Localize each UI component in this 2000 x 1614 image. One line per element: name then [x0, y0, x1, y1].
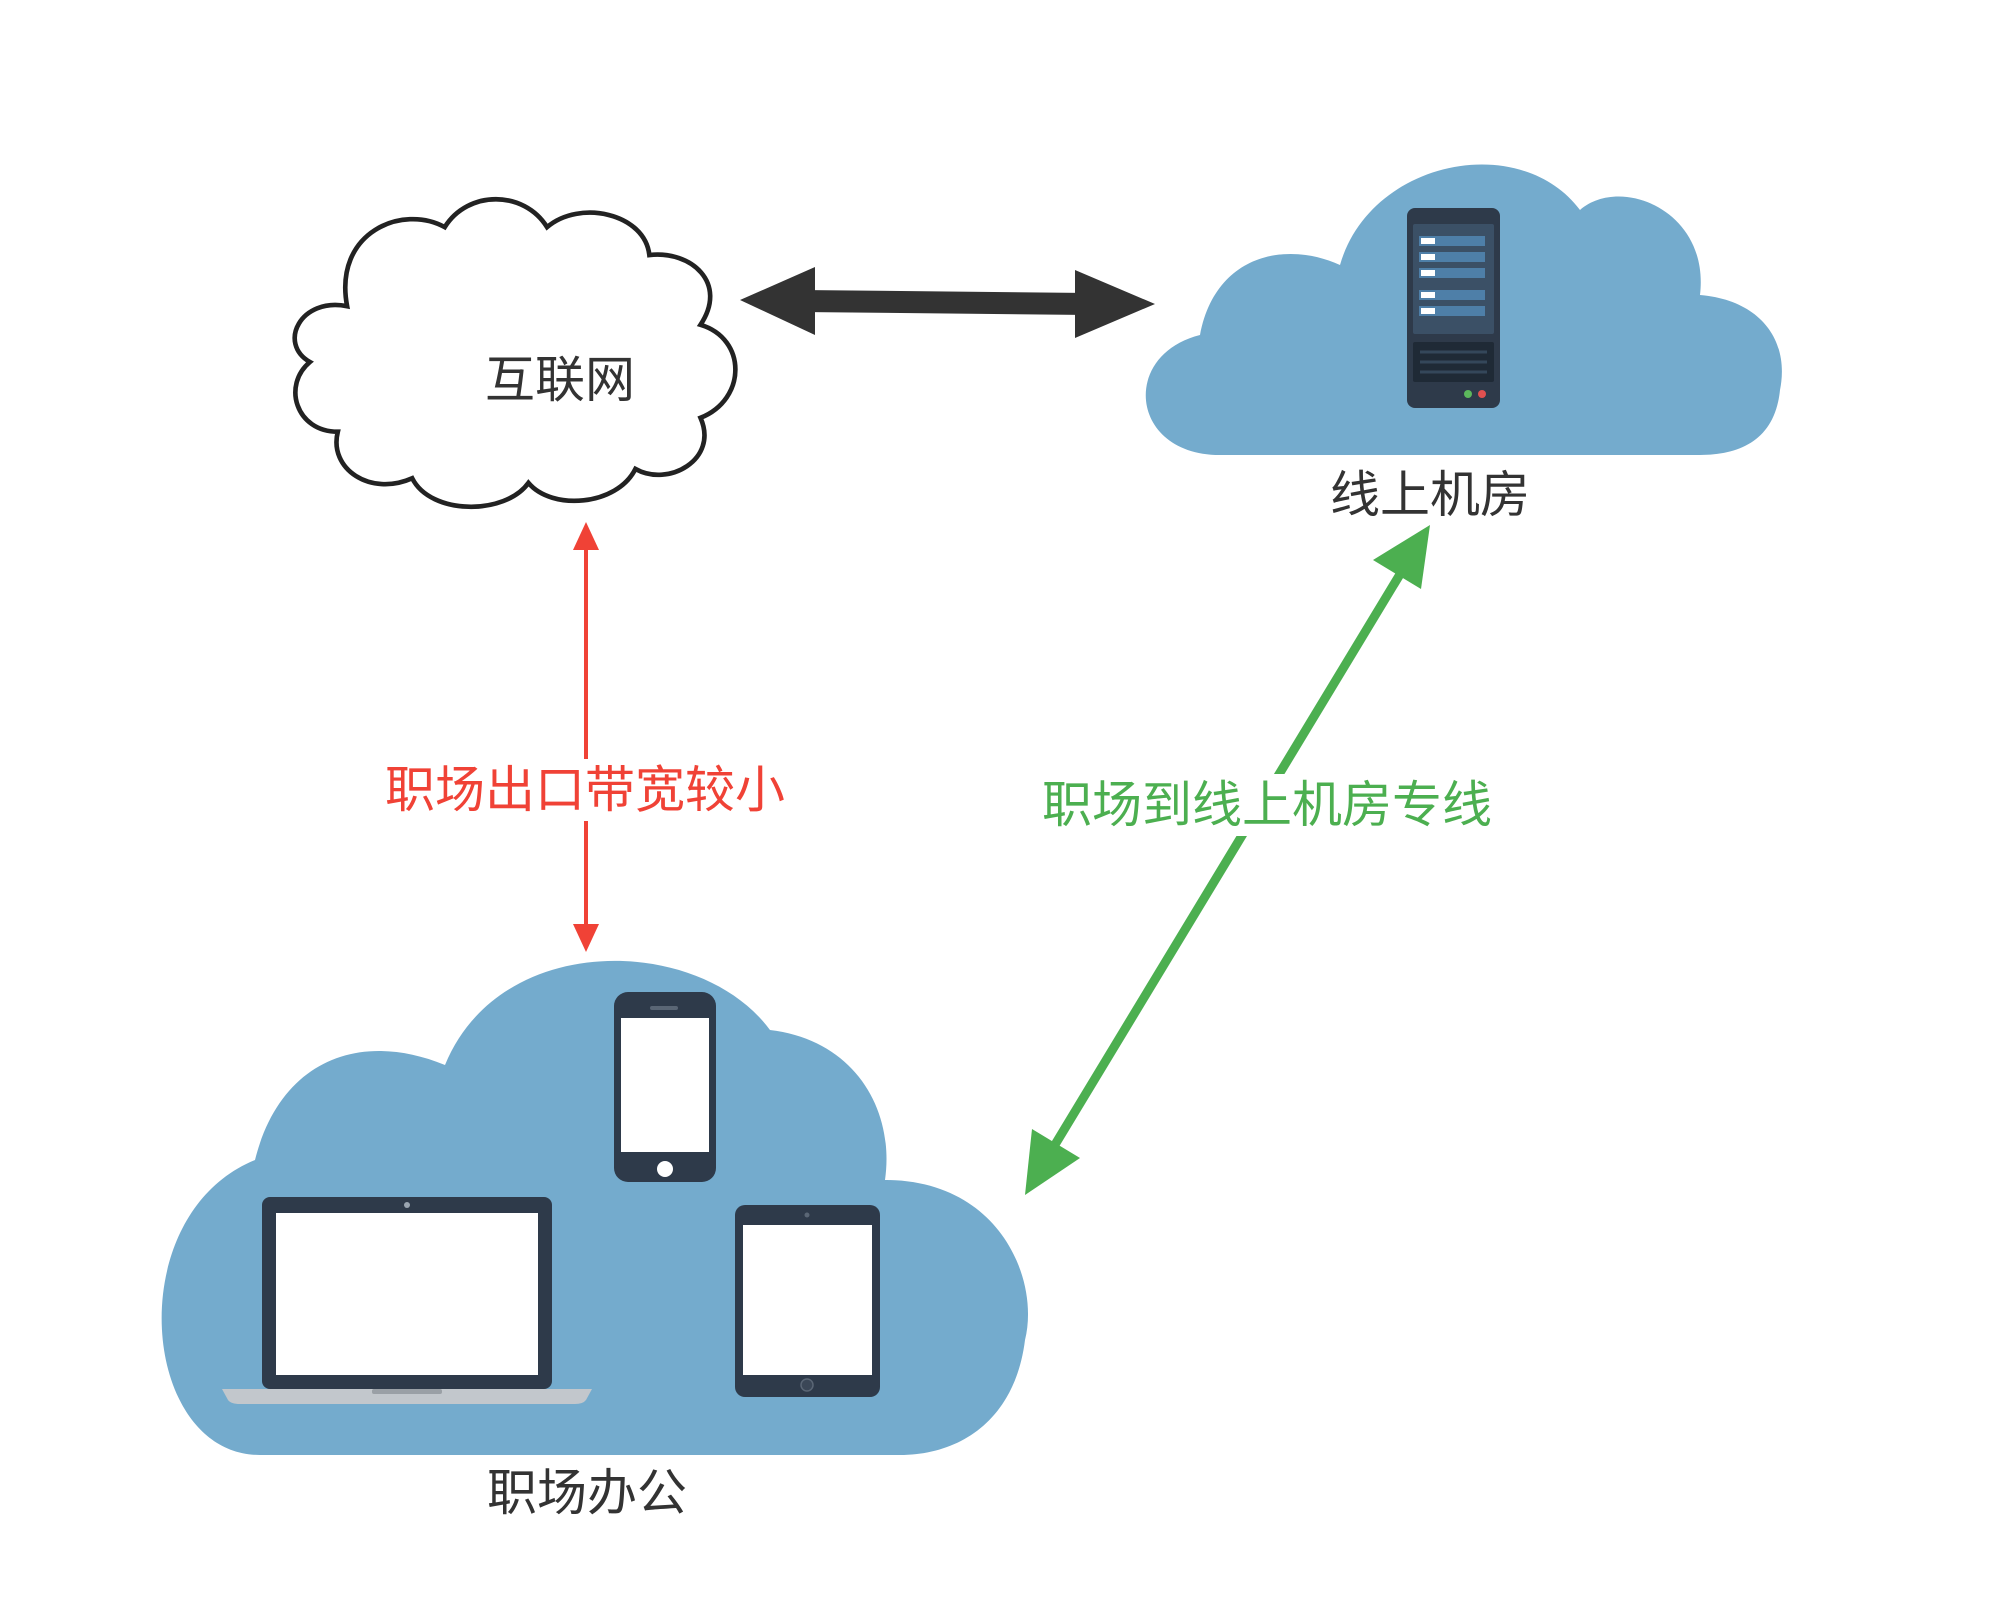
arrow-internet-datacenter: [740, 267, 1155, 338]
cloud-outline-icon: [292, 196, 738, 510]
arrow-office-internet: [573, 522, 599, 952]
internet-label: 互联网: [485, 351, 635, 409]
server-rack-icon: [1407, 208, 1500, 408]
internet-cloud: [292, 196, 738, 510]
laptop-icon: [222, 1197, 592, 1404]
office-cloud: [161, 960, 1029, 1455]
office-label: 职场办公: [487, 1464, 687, 1522]
datacenter-cloud: [1145, 164, 1782, 455]
phone-icon: [614, 992, 716, 1182]
edge-label-office-internet: 职场出口带宽较小: [381, 759, 789, 821]
datacenter-label: 线上机房: [1330, 466, 1530, 524]
tablet-icon: [735, 1205, 880, 1397]
arrow-office-datacenter: [1025, 525, 1430, 1195]
edge-label-office-datacenter: 职场到线上机房专线: [1038, 774, 1496, 836]
